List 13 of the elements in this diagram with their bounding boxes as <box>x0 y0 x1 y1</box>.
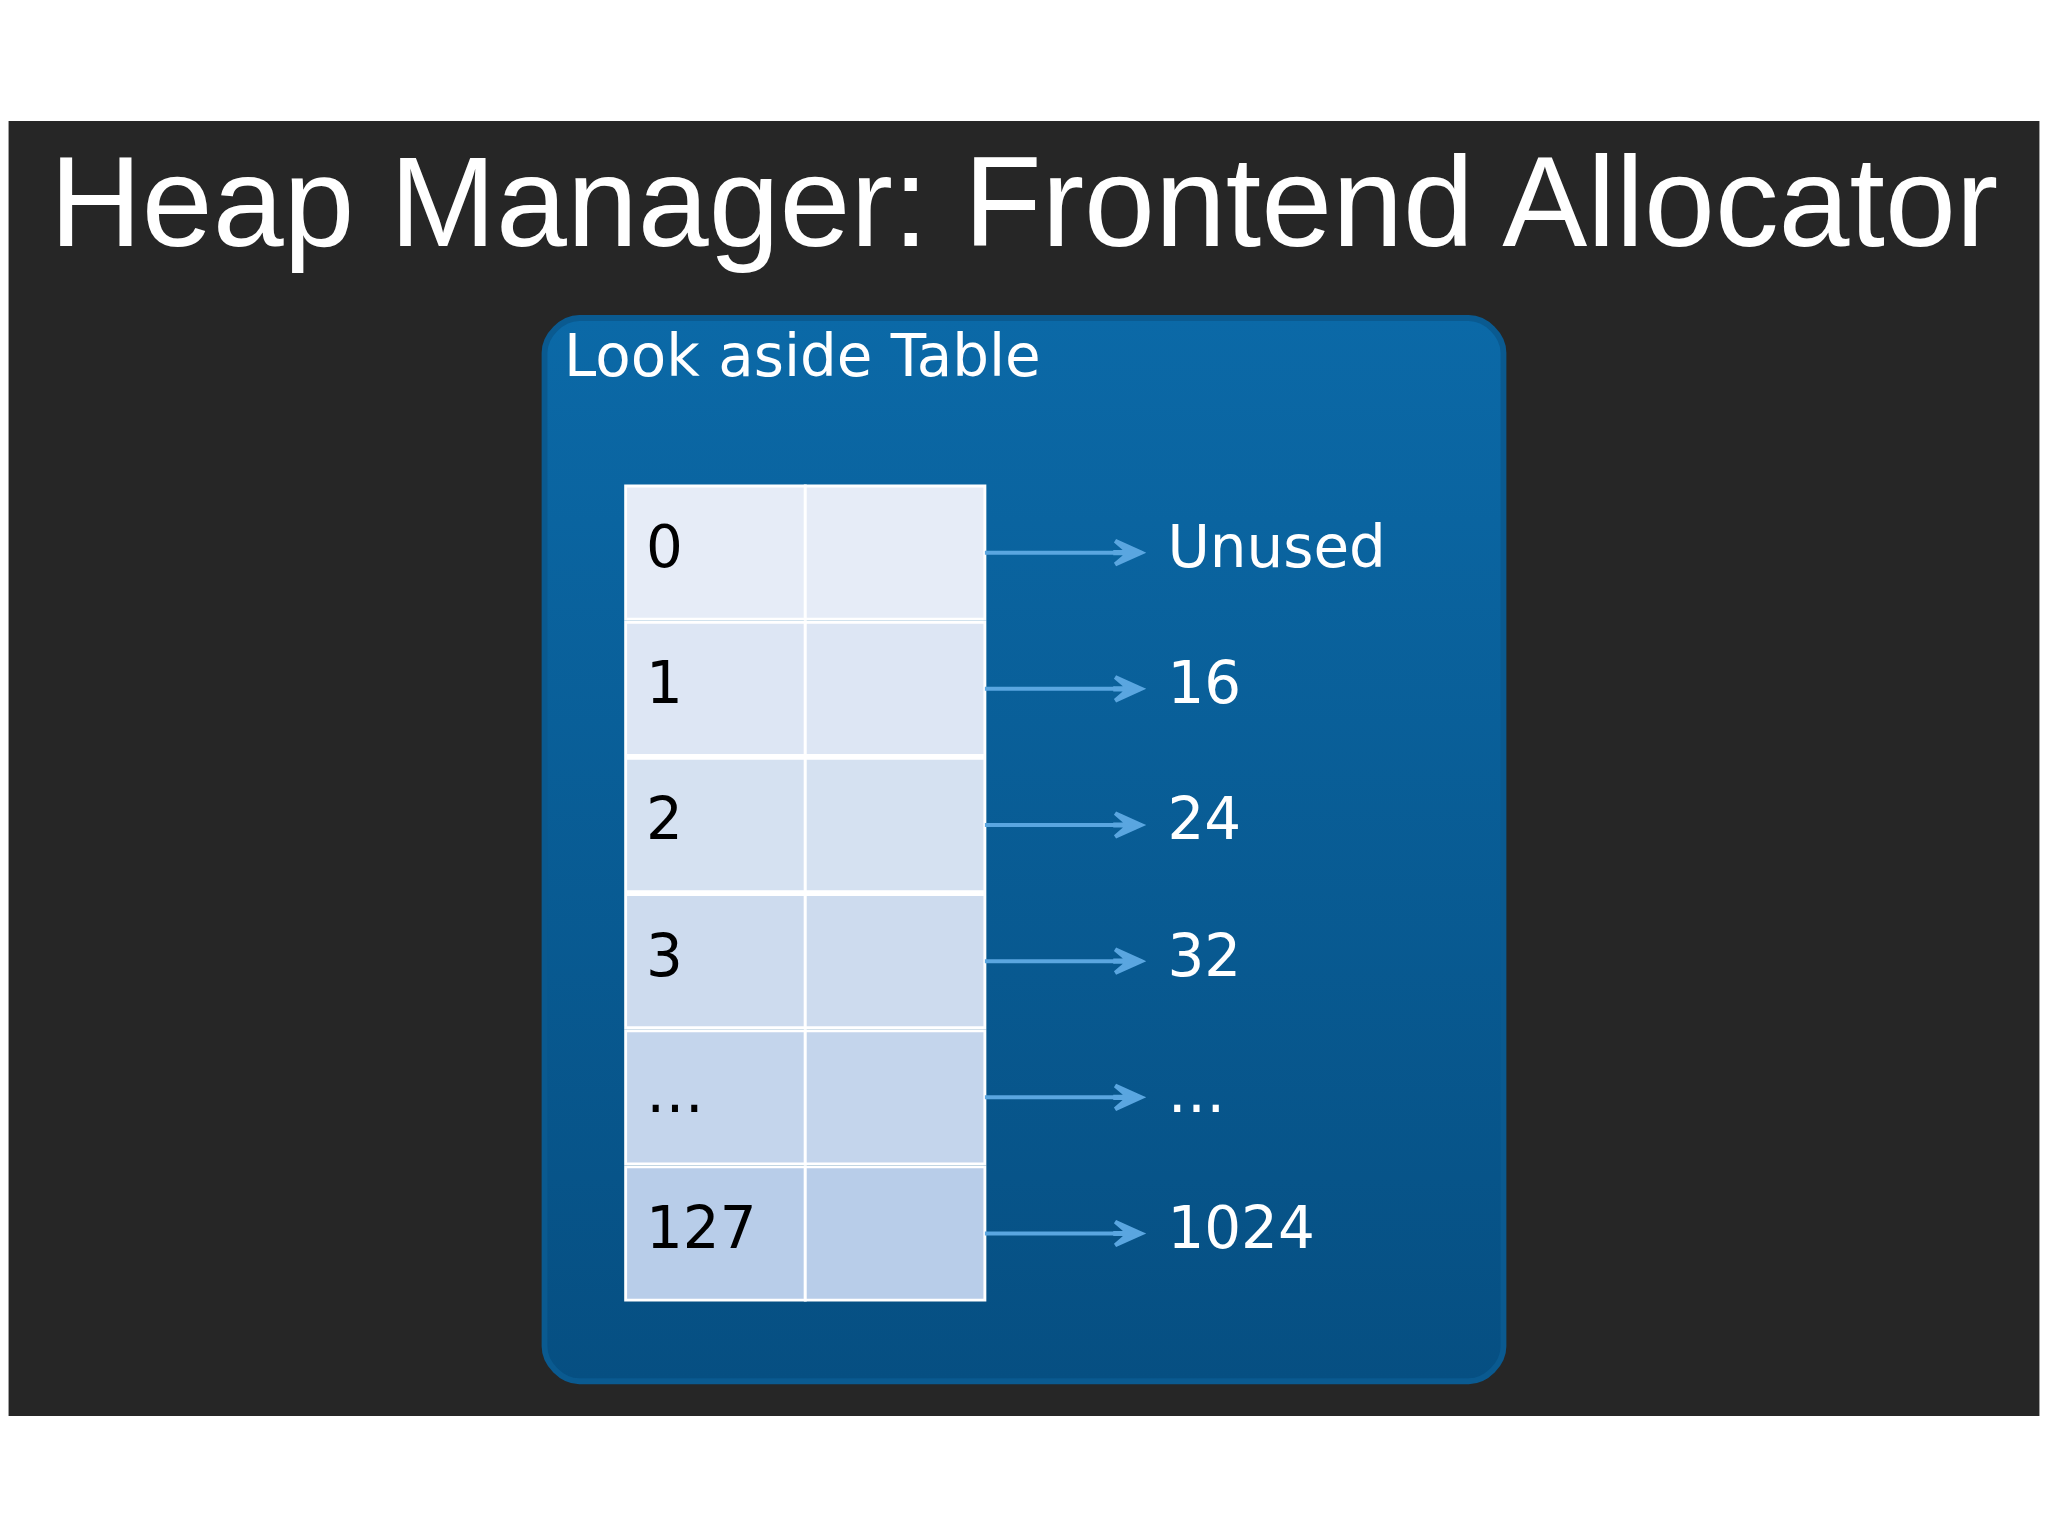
node-text: 24 <box>1167 784 1242 853</box>
node-text: 32 <box>1167 921 1242 990</box>
arrow <box>984 674 1144 703</box>
node-text: Unused <box>1167 512 1386 581</box>
node-text: … <box>1167 1057 1226 1126</box>
arrow <box>984 1083 1144 1111</box>
arrow <box>984 538 1144 566</box>
arrow <box>984 946 1144 975</box>
arrow <box>984 1219 1144 1247</box>
diagram-title: Heap Manager: Frontend Allocator <box>49 130 1999 273</box>
node-text: 1024 <box>1167 1193 1315 1262</box>
arrow <box>984 810 1144 839</box>
node-text: 16 <box>1167 648 1242 717</box>
